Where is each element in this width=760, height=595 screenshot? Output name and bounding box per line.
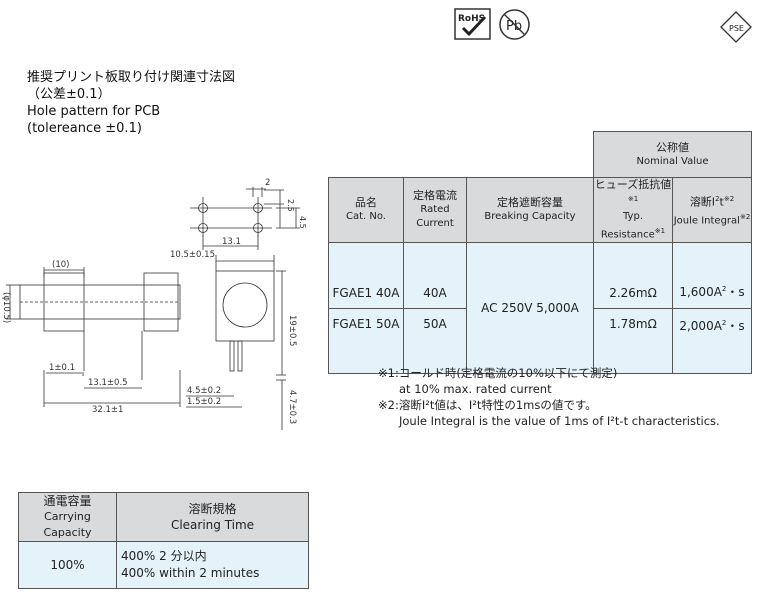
note-1-en: at 10% max. rated current <box>399 382 552 396</box>
note-2-jp: ※2:溶断I²t値は、I²t特性の1msの値です。 <box>378 398 597 412</box>
joule-integral-header: 溶断I2t※2 Joule Integral※2 <box>672 177 752 243</box>
dim-13-1-top: 13.1 <box>222 237 241 247</box>
cat-cell: FGAE1 50A <box>328 307 404 374</box>
pse-badge: PSE <box>720 11 752 43</box>
dim-phi-10-5: (φ10.5) <box>1 292 11 323</box>
hole-pattern-title: 推奨プリント板取り付け関連寸法図 （公差±0.1） Hole pattern f… <box>27 69 235 137</box>
dim-4-7: 4.7±0.3 <box>287 390 297 424</box>
rohs-badge: RoHS <box>454 8 491 40</box>
dim-32-1: 32.1±1 <box>92 405 123 415</box>
dim-19: 19±0.5 <box>287 315 297 346</box>
hole-circle <box>253 203 263 213</box>
breaking-cell: AC 250V 5,000A <box>466 241 594 374</box>
cat-cell: FGAE1 40A <box>328 241 404 309</box>
strike-icon <box>503 13 526 36</box>
pb-free-badge: Pb <box>499 9 530 40</box>
dim-4-5: 4.5 <box>298 216 307 229</box>
dim-4-5-bottom: 4.5±0.2 <box>187 386 221 396</box>
title-jp-tolerance: （公差±0.1） <box>27 87 111 102</box>
rated-cell: 40A <box>403 241 467 309</box>
title-en-tolerance: (tolereance ±0.1) <box>27 121 142 136</box>
table-row: FGAE1 50A 50A 1.78mΩ 2,000A2・s <box>328 307 752 374</box>
table-row: 100% 400% 2 分以内 400% within 2 minutes <box>18 541 309 589</box>
dimension-drawing: 2 2.5 4.5 13.1 (10) 10.5±0.15 (φ10.5) 19… <box>1 178 307 430</box>
note-2-en: Joule Integral is the value of 1ms of I²… <box>399 414 720 428</box>
rohs-label: RoHS <box>458 14 485 24</box>
hole-circle <box>198 223 208 233</box>
joule-cell: 1,600A2・s <box>672 241 752 309</box>
fuse-circle <box>222 282 268 328</box>
dim-10: (10) <box>52 260 69 270</box>
typ-resistance-header: ヒューズ抵抗値※1 Typ. Resistance※1 <box>593 177 673 243</box>
clearing-time-cell: 400% 2 分以内 400% within 2 minutes <box>116 541 309 589</box>
pse-label: PSE <box>729 24 744 33</box>
title-jp: 推奨プリント板取り付け関連寸法図 <box>27 70 236 85</box>
dim-1-5: 1.5±0.2 <box>187 397 221 407</box>
capacity-percent: 100% <box>18 541 117 589</box>
title-en: Hole pattern for PCB <box>27 104 161 119</box>
check-icon <box>461 15 487 37</box>
table-row: FGAE1 40A 40A AC 250V 5,000A 2.26mΩ 1,60… <box>328 241 752 374</box>
dim-2-5: 2.5 <box>286 199 295 212</box>
pb-label: Pb <box>506 19 522 34</box>
note-1-jp: ※1:コールド時(定格電流の10%以下にて測定) <box>378 366 618 380</box>
resistance-cell: 1.78mΩ <box>593 307 673 374</box>
dim-10-5: 10.5±0.15 <box>170 250 215 260</box>
dim-13-1: 13.1±0.5 <box>88 378 128 388</box>
side-body <box>143 272 179 332</box>
front-body <box>215 270 275 342</box>
dim-2: 2 <box>265 178 270 188</box>
joule-cell: 2,000A2・s <box>672 307 752 374</box>
nominal-value-header: 公称値 Nominal Value <box>593 131 752 178</box>
footnotes: ※1:コールド時(定格電流の10%以下にて測定) at 10% max. rat… <box>378 365 720 429</box>
hole-circle <box>198 203 208 213</box>
rated-cell: 50A <box>403 307 467 374</box>
hole-circle <box>253 223 263 233</box>
resistance-cell: 2.26mΩ <box>593 241 673 309</box>
dim-1: 1±0.1 <box>49 363 75 373</box>
